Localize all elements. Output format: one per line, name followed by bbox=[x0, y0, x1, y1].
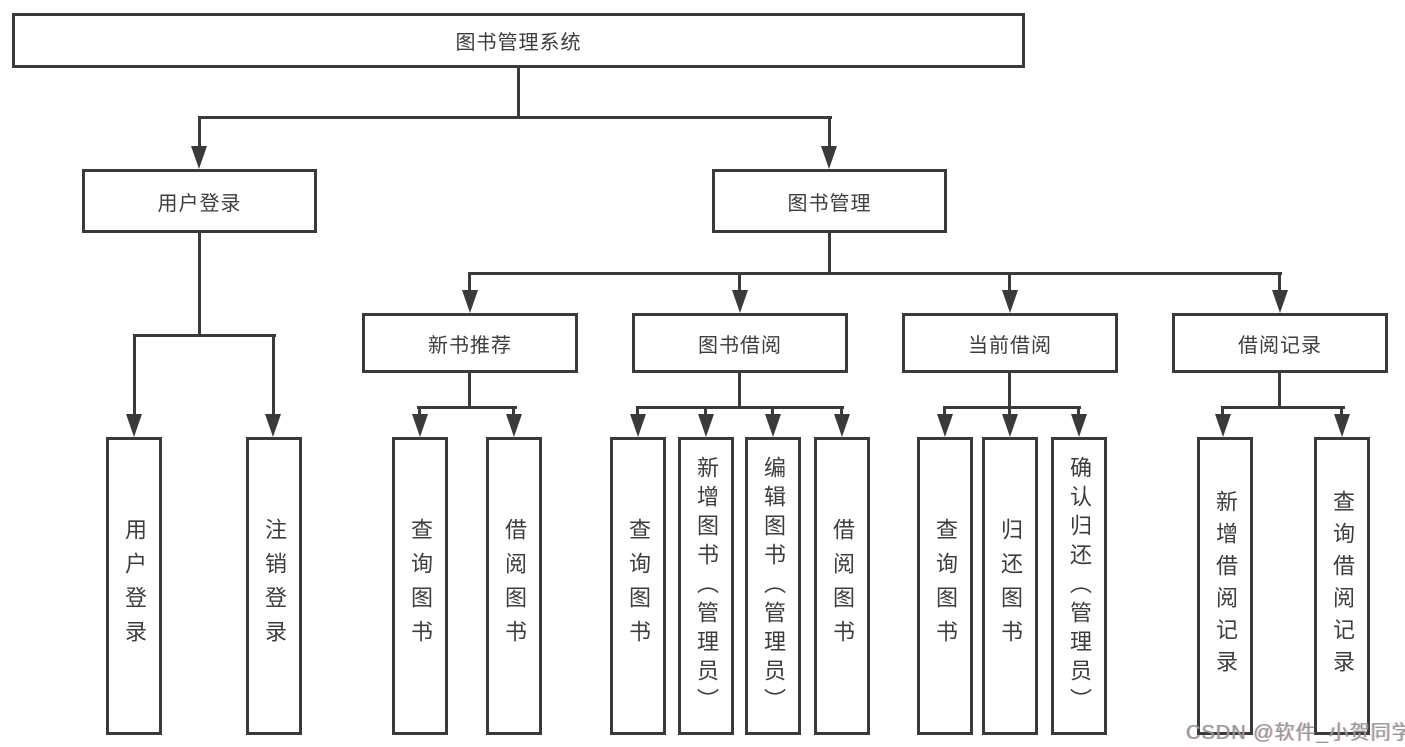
connector-line bbox=[1077, 406, 1080, 417]
node-borrow-books-action-label: 借阅图书 bbox=[830, 518, 855, 654]
node-add-borrow-record: 新增借阅记录 bbox=[1197, 437, 1253, 735]
connector-line bbox=[512, 406, 515, 417]
connector-line bbox=[198, 116, 832, 119]
connector-line bbox=[417, 406, 517, 409]
node-edit-book-admin: 编辑图书（管理员） bbox=[745, 437, 801, 735]
node-add-book-admin: 新增图书（管理员） bbox=[678, 437, 734, 735]
node-user-login-label: 用户登录 bbox=[157, 192, 242, 215]
node-confirm-return-admin: 确认归还（管理员） bbox=[1051, 437, 1107, 735]
arrowhead-icon bbox=[265, 414, 281, 437]
node-query-books-recommend: 查询图书 bbox=[392, 437, 448, 735]
connector-line bbox=[771, 406, 774, 417]
arrowhead-icon bbox=[1272, 290, 1288, 313]
connector-line bbox=[468, 272, 1282, 275]
node-user-login-action-label: 用户登录 bbox=[122, 518, 147, 654]
arrowhead-icon bbox=[126, 414, 142, 437]
arrowhead-icon bbox=[191, 146, 207, 169]
node-book-management: 图书管理 bbox=[712, 169, 947, 233]
connector-line bbox=[738, 272, 741, 293]
watermark: CSDN @软件_小贺同学 bbox=[1186, 722, 1405, 744]
connector-line bbox=[272, 334, 275, 417]
connector-line bbox=[1221, 406, 1224, 417]
node-user-login: 用户登录 bbox=[82, 169, 317, 233]
arrowhead-icon bbox=[732, 290, 748, 313]
node-borrow-records: 借阅记录 bbox=[1172, 313, 1388, 373]
connector-line bbox=[828, 233, 831, 275]
connector-line bbox=[943, 406, 946, 417]
node-query-books-borrow-label: 查询图书 bbox=[626, 518, 651, 654]
connector-line bbox=[1008, 272, 1011, 293]
arrowhead-icon bbox=[1002, 414, 1018, 437]
node-book-borrow: 图书借阅 bbox=[632, 313, 848, 373]
node-library-system-label: 图书管理系统 bbox=[455, 32, 582, 54]
connector-line bbox=[133, 334, 276, 337]
connector-line bbox=[1278, 373, 1281, 409]
arrowhead-icon bbox=[1071, 414, 1087, 437]
node-logout-action: 注销登录 bbox=[246, 437, 302, 735]
node-query-borrow-record-label: 查询借阅记录 bbox=[1330, 490, 1355, 682]
connector-line bbox=[738, 373, 741, 409]
node-confirm-return-admin-label: 确认归还（管理员） bbox=[1067, 455, 1092, 717]
arrowhead-icon bbox=[834, 414, 850, 437]
node-return-book: 归还图书 bbox=[982, 437, 1038, 735]
node-logout-action-label: 注销登录 bbox=[262, 518, 287, 654]
node-query-books-current-label: 查询图书 bbox=[933, 518, 958, 654]
node-edit-book-admin-label: 编辑图书（管理员） bbox=[761, 455, 786, 717]
node-library-system: 图书管理系统 bbox=[12, 13, 1025, 68]
connector-line bbox=[828, 116, 831, 148]
connector-line bbox=[198, 116, 201, 148]
node-borrow-books-action: 借阅图书 bbox=[814, 437, 870, 735]
connector-line bbox=[517, 66, 520, 119]
arrowhead-icon bbox=[698, 414, 714, 437]
arrowhead-icon bbox=[462, 290, 478, 313]
node-borrow-records-label: 借阅记录 bbox=[1238, 334, 1322, 357]
node-borrow-books-recommend: 借阅图书 bbox=[486, 437, 542, 735]
connector-line bbox=[943, 406, 1081, 409]
node-new-book-recommend: 新书推荐 bbox=[362, 313, 578, 373]
arrowhead-icon bbox=[412, 414, 428, 437]
connector-line bbox=[1008, 406, 1011, 417]
node-new-book-recommend-label: 新书推荐 bbox=[428, 334, 512, 357]
arrowhead-icon bbox=[1334, 414, 1350, 437]
node-current-borrow-label: 当前借阅 bbox=[968, 334, 1052, 357]
node-query-books-current: 查询图书 bbox=[917, 437, 973, 735]
node-query-books-borrow: 查询图书 bbox=[610, 437, 666, 735]
arrowhead-icon bbox=[1215, 414, 1231, 437]
node-book-management-label: 图书管理 bbox=[787, 192, 872, 215]
node-book-borrow-label: 图书借阅 bbox=[698, 334, 782, 357]
connector-line bbox=[1008, 373, 1011, 409]
node-current-borrow: 当前借阅 bbox=[902, 313, 1118, 373]
connector-line bbox=[636, 406, 844, 409]
node-query-borrow-record: 查询借阅记录 bbox=[1314, 437, 1370, 735]
connector-line bbox=[133, 334, 136, 417]
connector-line bbox=[418, 406, 421, 417]
connector-line bbox=[468, 373, 471, 409]
connector-line bbox=[198, 233, 201, 337]
connector-line bbox=[636, 406, 639, 417]
node-return-book-label: 归还图书 bbox=[998, 518, 1023, 654]
arrowhead-icon bbox=[765, 414, 781, 437]
arrowhead-icon bbox=[506, 414, 522, 437]
connector-line bbox=[840, 406, 843, 417]
connector-line bbox=[1221, 406, 1345, 409]
node-add-book-admin-label: 新增图书（管理员） bbox=[694, 455, 719, 717]
connector-line bbox=[1278, 272, 1281, 293]
node-borrow-books-recommend-label: 借阅图书 bbox=[502, 518, 527, 654]
node-add-borrow-record-label: 新增借阅记录 bbox=[1213, 490, 1238, 682]
connector-line bbox=[468, 272, 471, 293]
arrowhead-icon bbox=[821, 146, 837, 169]
connector-line bbox=[1340, 406, 1343, 417]
node-user-login-action: 用户登录 bbox=[106, 437, 162, 735]
arrowhead-icon bbox=[630, 414, 646, 437]
arrowhead-icon bbox=[1002, 290, 1018, 313]
arrowhead-icon bbox=[937, 414, 953, 437]
node-query-books-recommend-label: 查询图书 bbox=[408, 518, 433, 654]
connector-line bbox=[704, 406, 707, 417]
